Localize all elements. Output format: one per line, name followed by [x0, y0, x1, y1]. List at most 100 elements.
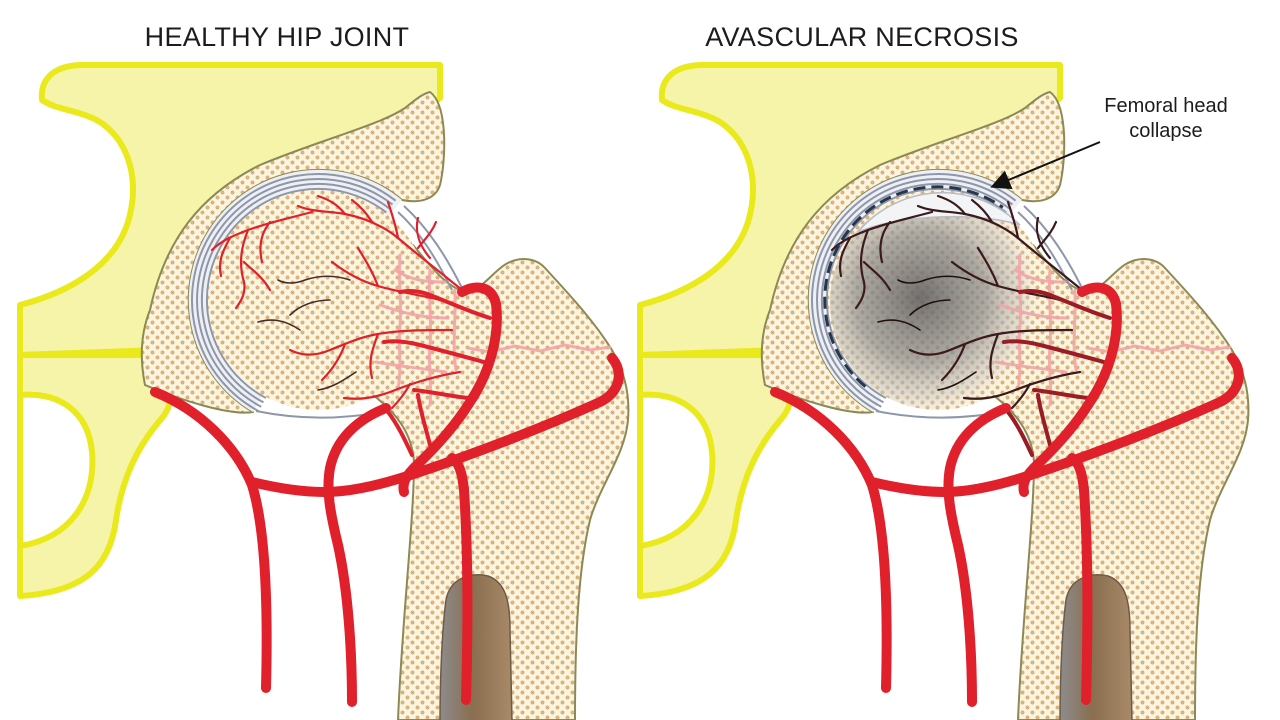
head-vessel-dark: [897, 275, 971, 284]
acetabular-cartilage-inner: [196, 178, 394, 408]
annotation-leader-arrow: [990, 141, 1101, 190]
head-vessel: [350, 198, 374, 224]
head-vessel-dark: [937, 371, 977, 391]
healthy-panel-title: HEALTHY HIP JOINT: [145, 22, 410, 52]
head-vessel: [259, 220, 272, 264]
head-vessel: [320, 342, 347, 382]
retinacular-artery: [1002, 339, 1106, 364]
head-vessel: [854, 228, 870, 310]
artery-medial-circumflex: [398, 282, 502, 497]
head-vessel: [838, 236, 852, 278]
subchondral-fracture-line: [823, 185, 1004, 388]
joint-capsule-upper: [403, 205, 463, 289]
retinacular-artery: [386, 410, 414, 457]
joint-capsule-upper-inner: [1017, 211, 1073, 291]
pink-vessel: [427, 268, 433, 407]
pink-vessel: [378, 303, 450, 320]
necrosis-panel: AVASCULAR NECROSIS Femoral head collapse: [637, 22, 1250, 720]
head-vessels: [210, 194, 464, 410]
head-vessel: [242, 260, 272, 292]
head-vessel: [342, 370, 462, 400]
necrosis-hip-illustration: [637, 62, 1250, 720]
retinacular-artery: [412, 388, 470, 400]
head-vessel: [862, 260, 892, 292]
pink-vessels: [994, 253, 1232, 407]
retinacular-arteries: [382, 289, 492, 457]
annotation-label-line-1: Femoral head: [1104, 95, 1227, 117]
pink-vessel: [1016, 253, 1023, 392]
pink-vessel: [374, 360, 448, 374]
retinacular-artery: [1036, 393, 1052, 447]
collapse-void: [857, 192, 1021, 233]
head-vessel: [936, 194, 967, 216]
head-vessel-dark: [289, 299, 331, 316]
healthy-panel: HEALTHY HIP JOINT: [17, 22, 630, 720]
joint-capsule-upper: [1023, 205, 1083, 289]
femoral-cartilage-outer: [820, 183, 1011, 404]
retinacular-artery: [1018, 289, 1112, 320]
acetabular-cartilage-inner: [816, 178, 1014, 408]
head-vessel-dark: [257, 319, 301, 331]
head-vessel: [218, 236, 232, 278]
healthy-hip-illustration: [17, 62, 630, 720]
head-vessel: [356, 246, 380, 288]
marrow-cavity: [439, 574, 513, 720]
retinacular-artery: [1032, 388, 1090, 400]
head-vessel: [879, 220, 892, 264]
head-vessel: [1036, 220, 1058, 250]
necrosis-panel-title: AVASCULAR NECROSIS: [705, 22, 1018, 52]
head-vessel: [416, 220, 438, 250]
head-vessel: [369, 332, 380, 380]
head-vessel: [1010, 382, 1032, 410]
head-vessel-dark: [277, 275, 351, 284]
head-vessel: [940, 342, 967, 382]
head-vessel: [962, 370, 1082, 400]
main-arteries: [770, 282, 1244, 707]
head-vessel-dark: [877, 319, 921, 331]
retinacular-artery: [1006, 410, 1034, 457]
head-vessel: [970, 198, 994, 224]
head-vessel: [916, 204, 1084, 292]
pink-vessel: [998, 303, 1070, 320]
head-vessel: [908, 328, 1074, 356]
head-vessel-dark: [909, 299, 951, 316]
artery-deep-femoral: [943, 403, 1011, 707]
femoral-head: [208, 190, 428, 410]
head-vessel: [1035, 216, 1052, 260]
artery-shaft: [1067, 453, 1093, 705]
joint-capsule-upper-inner: [397, 211, 453, 291]
head-vessel: [415, 216, 432, 260]
pink-vessel: [396, 253, 403, 392]
retinacular-artery: [416, 393, 432, 447]
head-vessel: [316, 194, 347, 216]
acetabular-cartilage-outer: [191, 172, 397, 413]
retinacular-artery: [382, 339, 486, 364]
head-vessel: [989, 332, 1000, 380]
artery-shaft: [447, 453, 473, 705]
pink-vessel: [452, 288, 458, 372]
artery-lateral-circumflex: [867, 353, 1244, 497]
head-vessel: [288, 328, 454, 356]
pink-vessel: [1072, 288, 1078, 372]
obturator-foramen: [17, 391, 96, 550]
head-vessel: [234, 228, 250, 310]
obturator-foramen: [637, 391, 716, 550]
head-vessel: [390, 382, 412, 410]
head-vessel: [296, 204, 464, 292]
retinacular-artery: [398, 289, 492, 320]
head-vessel: [386, 200, 400, 240]
artery-medial-circumflex: [1018, 282, 1122, 497]
femur: [372, 244, 630, 720]
main-arteries: [150, 282, 624, 707]
retinacular-arteries: [1002, 289, 1112, 457]
head-vessel: [976, 246, 1000, 288]
pink-vessel: [1047, 268, 1053, 407]
artery-medial: [770, 387, 892, 693]
marrow-cavity: [1059, 574, 1133, 720]
artery-lateral-circumflex: [247, 353, 624, 497]
femur: [992, 244, 1250, 720]
head-vessels: [830, 194, 1084, 410]
pink-vessel: [994, 360, 1068, 374]
artery-medial: [150, 387, 272, 693]
